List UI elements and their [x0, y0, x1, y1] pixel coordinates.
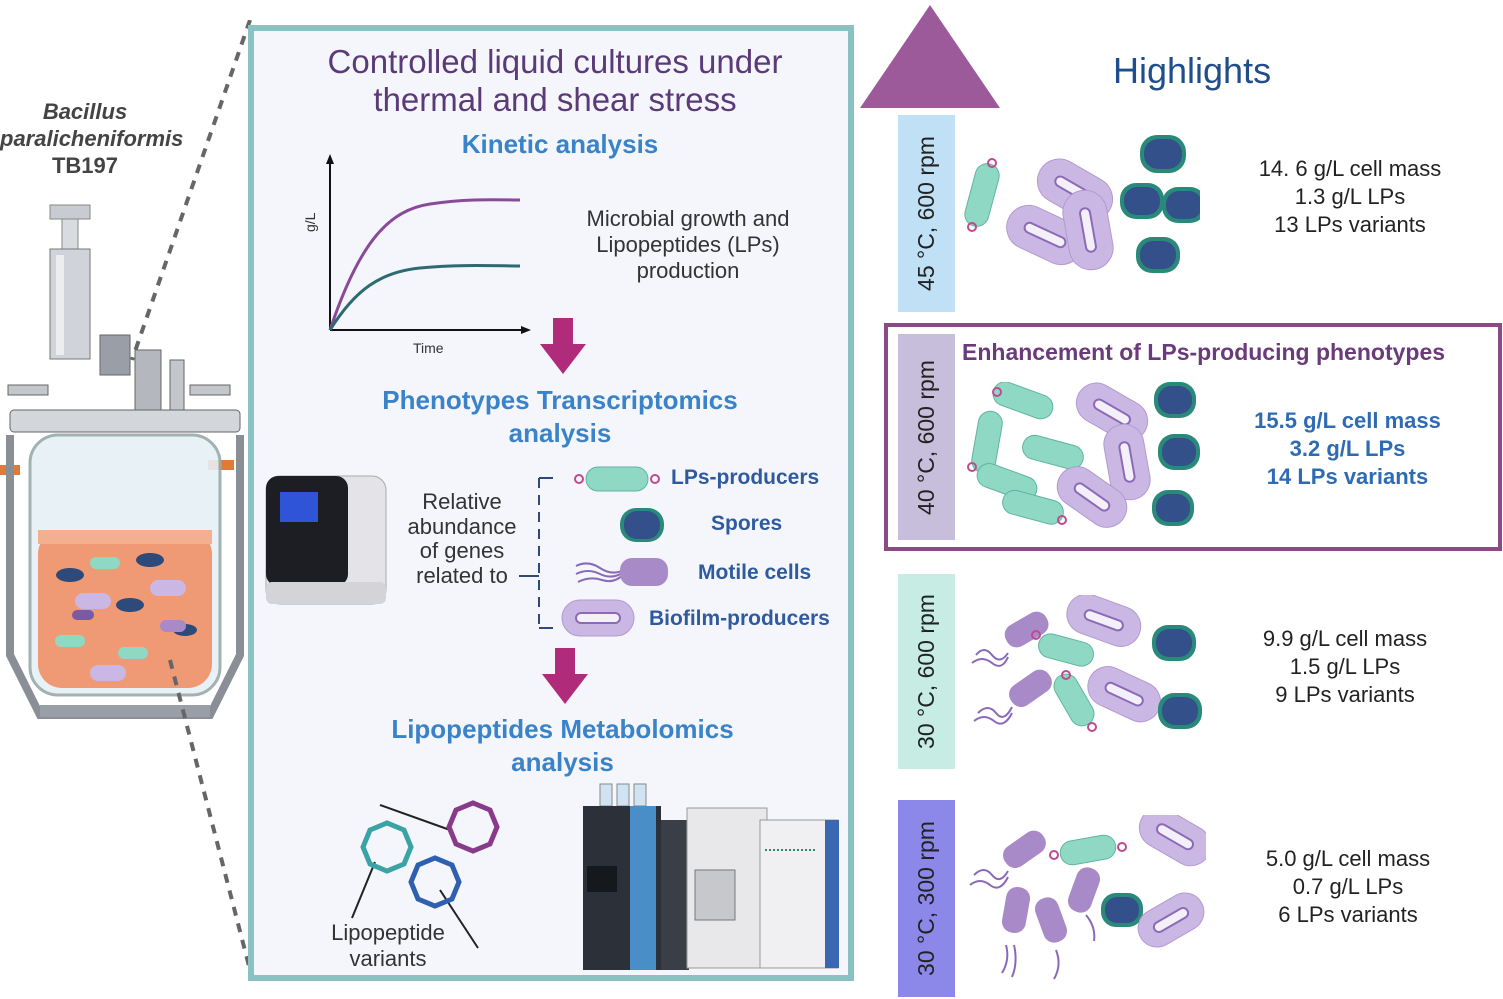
- down-arrow-icon: [542, 648, 588, 704]
- relative-line2: abundance: [407, 513, 517, 539]
- transcriptomics-title: Phenotypes Transcriptomics analysis: [330, 384, 790, 450]
- variants-label: Lipopeptide variants: [318, 920, 458, 972]
- stat-lps-1: 1.3 g/L LPs: [1294, 184, 1406, 209]
- cells-row-3: [971, 595, 1202, 732]
- axis-y-label: g/L: [302, 212, 318, 232]
- stat-cell-mass-4: 5.0 g/L cell mass: [1265, 846, 1431, 871]
- transcriptomics-line2: analysis: [508, 418, 612, 448]
- stats-row-3: 9.9 g/L cell mass 1.5 g/L LPs 9 LPs vari…: [1225, 625, 1465, 709]
- cells-row-2: [967, 382, 1200, 528]
- legend-bracket: [519, 477, 553, 629]
- metabolomics-line2: analysis: [511, 747, 614, 777]
- condition-label-1: 45 °C, 600 rpm: [913, 136, 939, 291]
- cells-row-4: [969, 815, 1206, 980]
- stat-cell-mass-2: 15.5 g/L cell mass: [1254, 408, 1441, 433]
- stats-row-1: 14. 6 g/L cell mass 1.3 g/L LPs 13 LPs v…: [1230, 155, 1470, 239]
- kinetic-title: Kinetic analysis: [461, 129, 659, 159]
- lps-producer-icon: [574, 466, 660, 492]
- stats-row-4: 5.0 g/L cell mass 0.7 g/L LPs 6 LPs vari…: [1228, 845, 1468, 929]
- kinetic-desc-line2: Lipopeptides (LPs): [596, 232, 780, 257]
- curve-growth: [328, 264, 521, 331]
- motile-cell-icon: [575, 558, 668, 586]
- condition-bar-2: 40 °C, 600 rpm: [898, 334, 955, 540]
- bioreactor-icon: [0, 204, 244, 719]
- highlight-heading: Enhancement of LPs-producing phenotypes: [962, 339, 1446, 365]
- stat-lps-3: 1.5 g/L LPs: [1289, 654, 1401, 679]
- kinetic-plot: [326, 154, 531, 334]
- organism-genus: Bacillus: [42, 99, 128, 124]
- organism-species: paralicheniformis: [0, 126, 184, 151]
- metabolomics-line1: Lipopeptides Metabolomics: [391, 714, 734, 744]
- condition-label-2: 40 °C, 600 rpm: [913, 359, 939, 515]
- variants-line2: variants: [349, 946, 427, 971]
- hplc-ms-icon: [583, 783, 839, 970]
- spore-icon: [620, 508, 664, 542]
- relative-line4: related to: [416, 562, 508, 588]
- legend-spores: Spores: [711, 512, 783, 535]
- stats-row-2: 15.5 g/L cell mass 3.2 g/L LPs 14 LPs va…: [1225, 407, 1470, 491]
- legend-biofilm: Biofilm-producers: [649, 607, 830, 630]
- transcriptomics-line1: Phenotypes Transcriptomics: [382, 385, 738, 415]
- variants-line1: Lipopeptide: [331, 920, 445, 945]
- qpcr-machine-icon: [265, 475, 387, 605]
- stat-lps-2: 3.2 g/L LPs: [1289, 436, 1406, 461]
- axis-x-label: Time: [413, 340, 444, 356]
- relative-line1: Relative: [422, 489, 502, 514]
- panel-title-line2: thermal and shear stress: [373, 81, 737, 118]
- lipopeptide-ring-icon: [351, 800, 500, 949]
- legend-motile: Motile cells: [698, 561, 812, 584]
- up-triangle-icon: [860, 5, 1000, 108]
- condition-label-4: 30 °C, 300 rpm: [913, 821, 939, 976]
- panel-title: Controlled liquid cultures under thermal…: [260, 43, 850, 119]
- stat-variants-4: 6 LPs variants: [1278, 902, 1418, 927]
- biofilm-cell-icon: [561, 599, 635, 637]
- kinetic-desc-line1: Microbial growth and: [586, 206, 790, 231]
- highlight-box: [884, 323, 1502, 551]
- condition-label-3: 30 °C, 600 rpm: [913, 594, 939, 749]
- curve-lps: [328, 198, 521, 331]
- strain-name: TB197: [51, 153, 119, 178]
- relative-abundance-label: Relative abundance of genes related to: [403, 489, 521, 588]
- condition-bar-1: 45 °C, 600 rpm: [898, 115, 955, 312]
- panel-title-line1: Controlled liquid cultures under: [327, 43, 783, 80]
- stat-cell-mass-1: 14. 6 g/L cell mass: [1258, 156, 1442, 181]
- kinetic-desc-line3: production: [636, 258, 740, 283]
- cells-row-1: [964, 135, 1200, 273]
- organism-label: Bacillus paralicheniformis TB197: [0, 98, 184, 179]
- highlights-title: Highlights: [1113, 50, 1272, 91]
- legend-lps-producers: LPs-producers: [671, 466, 820, 489]
- zoom-lines: [130, 20, 252, 971]
- condition-bar-3: 30 °C, 600 rpm: [898, 574, 955, 769]
- stat-variants-3: 9 LPs variants: [1275, 682, 1415, 707]
- stat-cell-mass-3: 9.9 g/L cell mass: [1262, 626, 1428, 651]
- down-arrow-icon: [540, 318, 586, 374]
- metabolomics-title: Lipopeptides Metabolomics analysis: [350, 713, 775, 779]
- stat-lps-4: 0.7 g/L LPs: [1292, 874, 1404, 899]
- stat-variants-1: 13 LPs variants: [1274, 212, 1426, 237]
- condition-bar-4: 30 °C, 300 rpm: [898, 800, 955, 997]
- relative-line3: of genes: [419, 538, 505, 563]
- kinetic-description: Microbial growth and Lipopeptides (LPs) …: [548, 206, 828, 284]
- stat-variants-2: 14 LPs variants: [1266, 464, 1429, 489]
